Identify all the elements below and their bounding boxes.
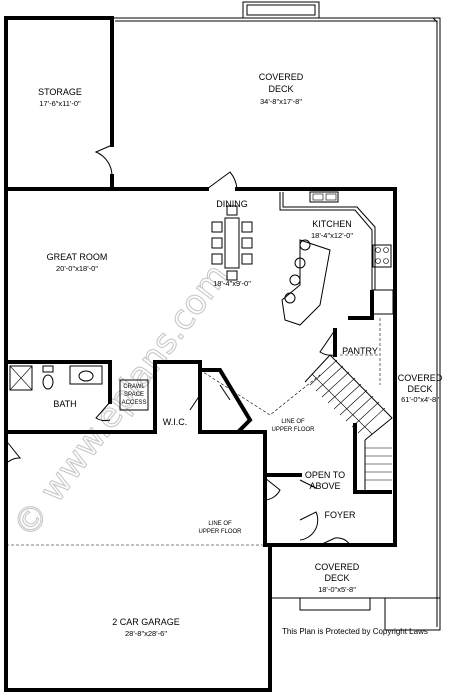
copyright-notice: This Plan is Protected by Copyright Laws xyxy=(282,627,428,636)
upper-floor-lines xyxy=(6,318,381,546)
deck-front-label-1: COVERED xyxy=(315,562,360,572)
dining-dims: 18'-4"x9'-0" xyxy=(213,279,251,288)
kitchen-fixtures xyxy=(279,191,394,326)
deck-top-label-1: COVERED xyxy=(259,72,304,82)
deck-front-label-2: DECK xyxy=(324,573,349,583)
open-above-label-1: OPEN TO xyxy=(305,470,345,480)
upper-floor-note-2b: UPPER FLOOR xyxy=(198,529,242,535)
upper-floor-note-1a: LINE OF xyxy=(281,419,305,425)
storage-label: STORAGE xyxy=(38,87,82,97)
storage-dims: 17'-6"x11'-0" xyxy=(39,99,81,108)
foyer-label: FOYER xyxy=(324,510,356,520)
pantry-label: PANTRY xyxy=(342,346,378,356)
crawl-label-2: SPACE xyxy=(124,392,144,398)
dining-label: DINING xyxy=(216,199,248,209)
bath-label: BATH xyxy=(53,399,76,409)
crawl-label-3: ACCESS xyxy=(122,400,147,406)
great-room-dims: 20'-0"x18'-0" xyxy=(56,264,98,273)
garage-dims: 28'-8"x28'-6" xyxy=(125,629,167,638)
open-above-label-2: ABOVE xyxy=(309,481,340,491)
deck-top-dims: 34'-8"x17'-8" xyxy=(260,97,302,106)
wic-label: W.I.C. xyxy=(163,417,188,427)
doors xyxy=(7,144,351,546)
deck-side-label-2: DECK xyxy=(407,384,432,394)
upper-floor-note-2a: LINE OF xyxy=(208,521,232,527)
garage-label: 2 CAR GARAGE xyxy=(112,617,180,627)
kitchen-label: KITCHEN xyxy=(312,219,352,229)
deck-top-label-2: DECK xyxy=(268,84,293,94)
deck-front-dims: 18'-0"x5'-8" xyxy=(318,585,356,594)
dining-table xyxy=(211,205,253,281)
deck-side-dims: 61'-0"x4'-8" xyxy=(401,395,439,404)
stairs xyxy=(304,354,393,490)
kitchen-dims: 18'-4"x12'-0" xyxy=(311,231,353,240)
deck-side-label-1: COVERED xyxy=(398,373,443,383)
great-room-label: GREAT ROOM xyxy=(47,252,108,262)
upper-floor-note-1b: UPPER FLOOR xyxy=(271,427,315,433)
bath-fixtures xyxy=(9,365,149,411)
walls xyxy=(4,16,397,692)
deck-outlines xyxy=(112,1,441,631)
crawl-label-1: CRAWL xyxy=(123,384,145,390)
